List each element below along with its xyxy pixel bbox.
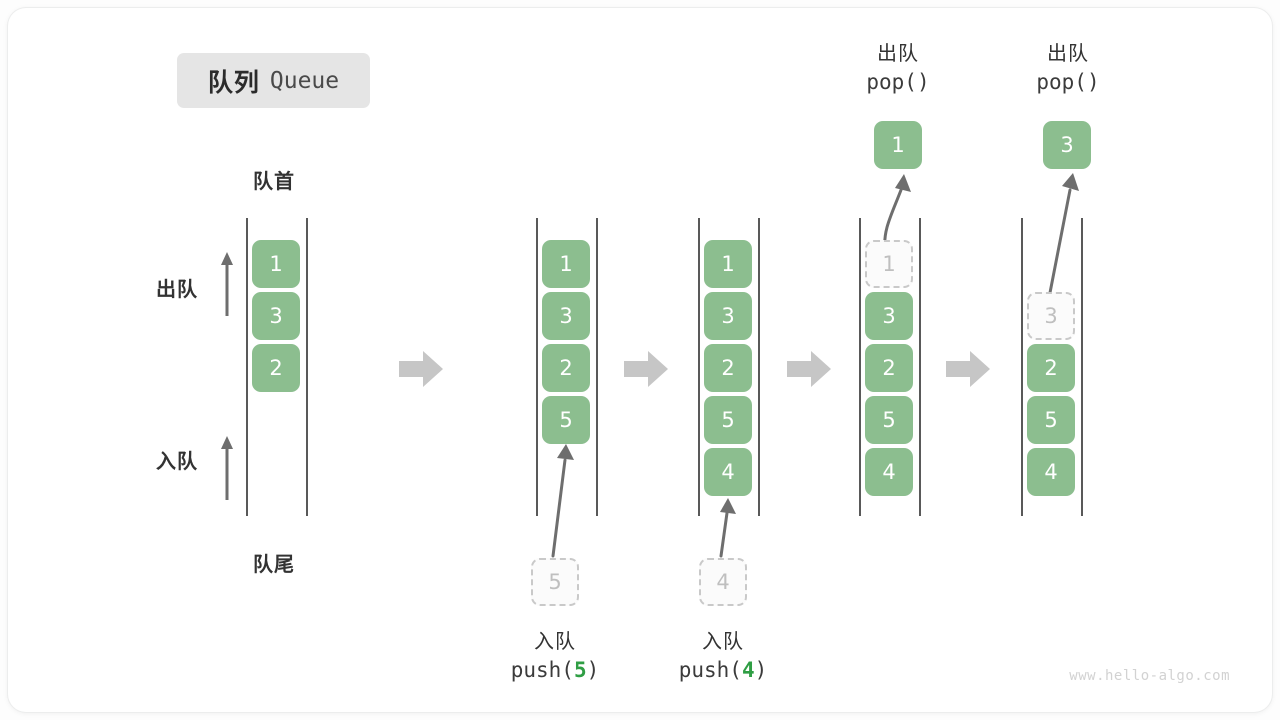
queue-item: 3 xyxy=(865,292,913,340)
queue-item: 4 xyxy=(865,448,913,496)
caption-cn: 入队 xyxy=(702,631,744,653)
rail-right-panel-4 xyxy=(919,218,921,516)
popped-item: 3 xyxy=(1043,121,1091,169)
dequeue-side-label: 出队 xyxy=(156,279,198,301)
diagram-card: 队列 Queue 队首 队尾 出队 入队 1 3 2 1 3 2 5 xyxy=(8,8,1272,712)
queue-item: 1 xyxy=(542,240,590,288)
queue-item: 3 xyxy=(252,292,300,340)
caption-code-prefix: push( xyxy=(510,658,574,683)
rail-left-panel-4 xyxy=(859,218,861,516)
caption-code-suffix: ) xyxy=(586,658,600,683)
step-arrow-1-icon xyxy=(399,351,443,387)
queue-item: 2 xyxy=(704,344,752,392)
caption-code-value: 4 xyxy=(741,658,755,683)
queue-item: 1 xyxy=(704,240,752,288)
ghost-item: 3 xyxy=(1027,292,1075,340)
title-chinese: 队列 xyxy=(207,68,260,97)
push-motion-arrow-4 xyxy=(719,498,736,558)
caption-code: pop() xyxy=(978,68,1158,98)
queue-item: 2 xyxy=(1027,344,1075,392)
caption-push-4: 入队 push(4) xyxy=(628,628,818,686)
queue-item-new: 4 xyxy=(704,448,752,496)
queue-rear-label: 队尾 xyxy=(253,554,295,576)
ghost-item: 1 xyxy=(865,240,913,288)
rail-left-panel-3 xyxy=(698,218,700,516)
queue-item: 3 xyxy=(704,292,752,340)
rail-left-panel-5 xyxy=(1021,218,1023,516)
popped-item: 1 xyxy=(874,121,922,169)
diagram-title-badge: 队列 Queue xyxy=(177,53,370,108)
caption-code: push(4) xyxy=(628,656,818,686)
rail-right-panel-3 xyxy=(758,218,760,516)
queue-item: 4 xyxy=(1027,448,1075,496)
caption-code-prefix: push( xyxy=(678,658,742,683)
enqueue-direction-arrow xyxy=(221,436,233,500)
caption-code-value: 5 xyxy=(573,658,587,683)
queue-item: 5 xyxy=(1027,396,1075,444)
queue-item: 2 xyxy=(252,344,300,392)
queue-item: 5 xyxy=(865,396,913,444)
watermark: www.hello-algo.com xyxy=(1069,668,1230,684)
caption-code: push(5) xyxy=(460,656,650,686)
caption-pop-3: 出队 pop() xyxy=(978,40,1158,98)
rail-right-panel-2 xyxy=(596,218,598,516)
queue-item: 1 xyxy=(252,240,300,288)
caption-code-prefix: pop( xyxy=(866,70,917,95)
ghost-item: 4 xyxy=(699,558,747,606)
rail-right-panel-5 xyxy=(1081,218,1083,516)
queue-item-new: 5 xyxy=(542,396,590,444)
caption-cn: 出队 xyxy=(1047,43,1089,65)
step-arrow-4-icon xyxy=(946,351,990,387)
caption-code-prefix: pop( xyxy=(1036,70,1087,95)
caption-code-suffix: ) xyxy=(1086,70,1100,95)
queue-item: 3 xyxy=(542,292,590,340)
caption-cn: 出队 xyxy=(877,43,919,65)
rail-left-panel-1 xyxy=(246,218,248,516)
step-arrow-2-icon xyxy=(624,351,668,387)
title-english: Queue xyxy=(269,67,340,94)
dequeue-direction-arrow xyxy=(221,252,233,316)
push-motion-arrow-5 xyxy=(551,444,574,558)
queue-item: 2 xyxy=(542,344,590,392)
rail-left-panel-2 xyxy=(536,218,538,516)
step-arrow-3-icon xyxy=(787,351,831,387)
queue-item: 2 xyxy=(865,344,913,392)
caption-code: pop() xyxy=(808,68,988,98)
pop-motion-arrow-3 xyxy=(1046,173,1079,305)
caption-pop-1: 出队 pop() xyxy=(808,40,988,98)
caption-code-suffix: ) xyxy=(916,70,930,95)
rail-right-panel-1 xyxy=(306,218,308,516)
caption-push-5: 入队 push(5) xyxy=(460,628,650,686)
queue-item: 5 xyxy=(704,396,752,444)
caption-cn: 入队 xyxy=(534,631,576,653)
caption-code-suffix: ) xyxy=(754,658,768,683)
ghost-item: 5 xyxy=(531,558,579,606)
queue-front-label: 队首 xyxy=(253,171,295,193)
enqueue-side-label: 入队 xyxy=(156,451,198,473)
